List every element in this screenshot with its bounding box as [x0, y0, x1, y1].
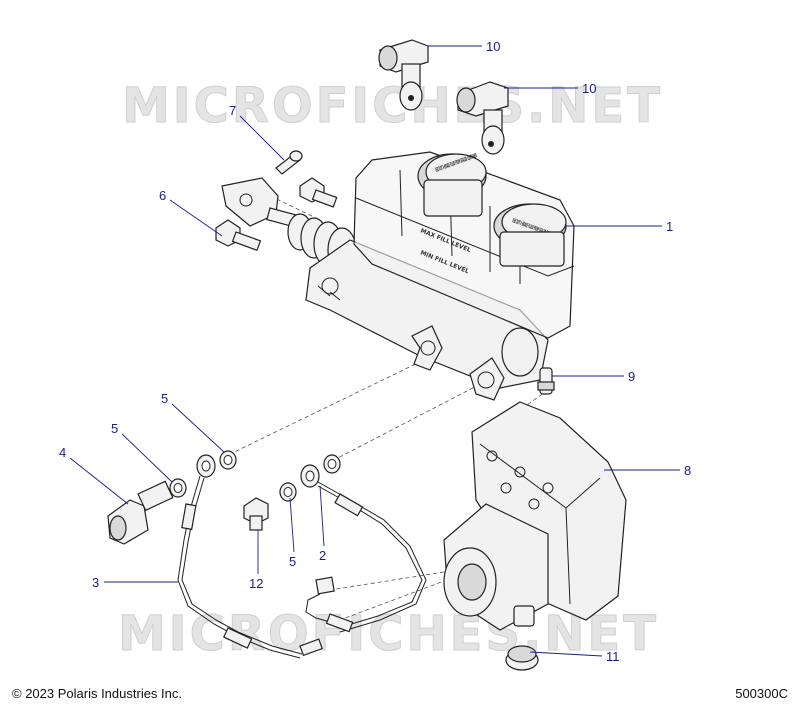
part-1-master-cylinder: MAX FILL LEVEL MIN FILL LEVEL USE DOT 4 … — [305, 151, 575, 389]
copyright-notice: © 2023 Polaris Industries Inc. — [12, 686, 182, 701]
part-5-washer-c — [279, 482, 297, 502]
brake-line-clip-right — [469, 357, 505, 401]
part-10-sensor-upper — [378, 39, 429, 111]
exploded-parts-diagram: MICROFICHES.NET MICROFICHES.NET — [59, 39, 691, 671]
watermark-bottom: MICROFICHES.NET — [118, 606, 659, 662]
part-9-bleeder — [537, 367, 555, 395]
callout-4: 4 — [59, 445, 66, 460]
callout-7: 7 — [229, 103, 236, 118]
part-6-bolt-lower — [215, 219, 262, 252]
part-5-washer-d — [323, 454, 341, 474]
leader-lines — [69, 45, 680, 657]
callout-3: 3 — [92, 575, 99, 590]
figure-id: 500300C — [735, 686, 788, 701]
callout-5-a: 5 — [161, 391, 168, 406]
callout-10-upper: 10 — [486, 39, 500, 54]
watermark-top: MICROFICHES.NET — [122, 78, 663, 134]
callout-12: 12 — [249, 576, 263, 591]
callout-9: 9 — [628, 369, 635, 384]
part-4-banjo-fitting — [107, 480, 174, 545]
callout-8: 8 — [684, 463, 691, 478]
callout-2: 2 — [319, 548, 326, 563]
callout-11: 11 — [606, 649, 620, 664]
callout-1: 1 — [666, 219, 673, 234]
part-3-brake-line — [177, 454, 323, 659]
callout-5-c: 5 — [289, 554, 296, 569]
part-5-washer-b — [219, 450, 237, 470]
part-6-bolt-upper — [299, 177, 338, 208]
callout-5-b: 5 — [111, 421, 118, 436]
part-8-abs-module — [443, 401, 627, 631]
part-10-sensor-lower — [456, 81, 509, 155]
part-11-grommet — [505, 645, 539, 671]
callouts: 10 10 7 6 1 9 5 5 4 8 3 12 5 2 11 — [59, 39, 691, 664]
part-12-banjo-bolt — [243, 497, 269, 531]
pushrod-clevis — [221, 177, 296, 228]
callout-6: 6 — [159, 188, 166, 203]
brake-line-clip-left — [411, 325, 443, 371]
part-5-washer-a — [169, 478, 187, 498]
callout-10-lower: 10 — [582, 81, 596, 96]
part-7-pin — [275, 150, 303, 175]
part-2-brake-line — [300, 464, 427, 633]
